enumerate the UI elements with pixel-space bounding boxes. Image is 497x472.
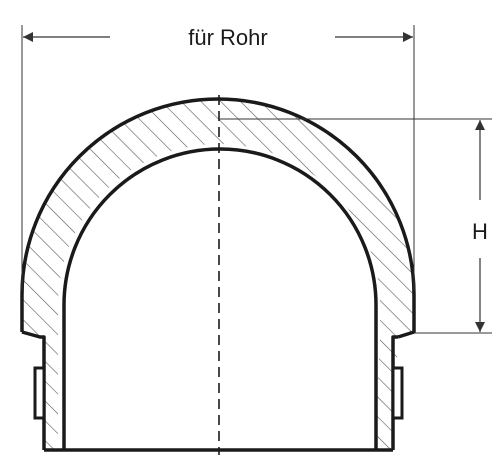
height-dimension-label: H (472, 219, 488, 244)
left-rib (33, 366, 46, 420)
right-rib (391, 366, 404, 420)
inner-contour (62, 147, 378, 450)
cap-wall-section (22, 99, 414, 337)
pipe-dimension-label: für Rohr (188, 25, 267, 50)
outer-contour (20, 97, 416, 339)
